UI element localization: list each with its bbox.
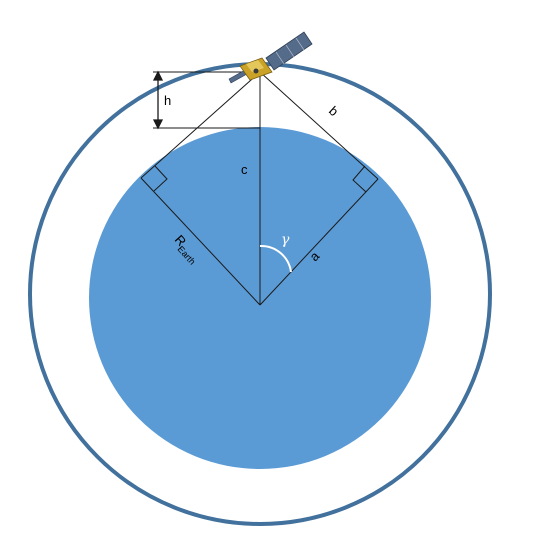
label-h: h xyxy=(164,93,171,108)
label-b: b xyxy=(326,103,341,119)
label-gamma: γ xyxy=(281,232,290,248)
geometry-lines xyxy=(140,71,379,306)
tangent-right-b xyxy=(259,71,379,180)
right-angle-marker-right xyxy=(352,165,367,193)
label-c: c xyxy=(241,162,248,177)
line-r-earth xyxy=(140,177,261,306)
right-angle-marker-left xyxy=(153,165,168,192)
altitude-dimension xyxy=(152,70,164,130)
central-angle-arc xyxy=(259,244,292,273)
line-a xyxy=(259,178,379,306)
tangent-left xyxy=(140,71,261,179)
satellite-icon xyxy=(228,31,313,84)
